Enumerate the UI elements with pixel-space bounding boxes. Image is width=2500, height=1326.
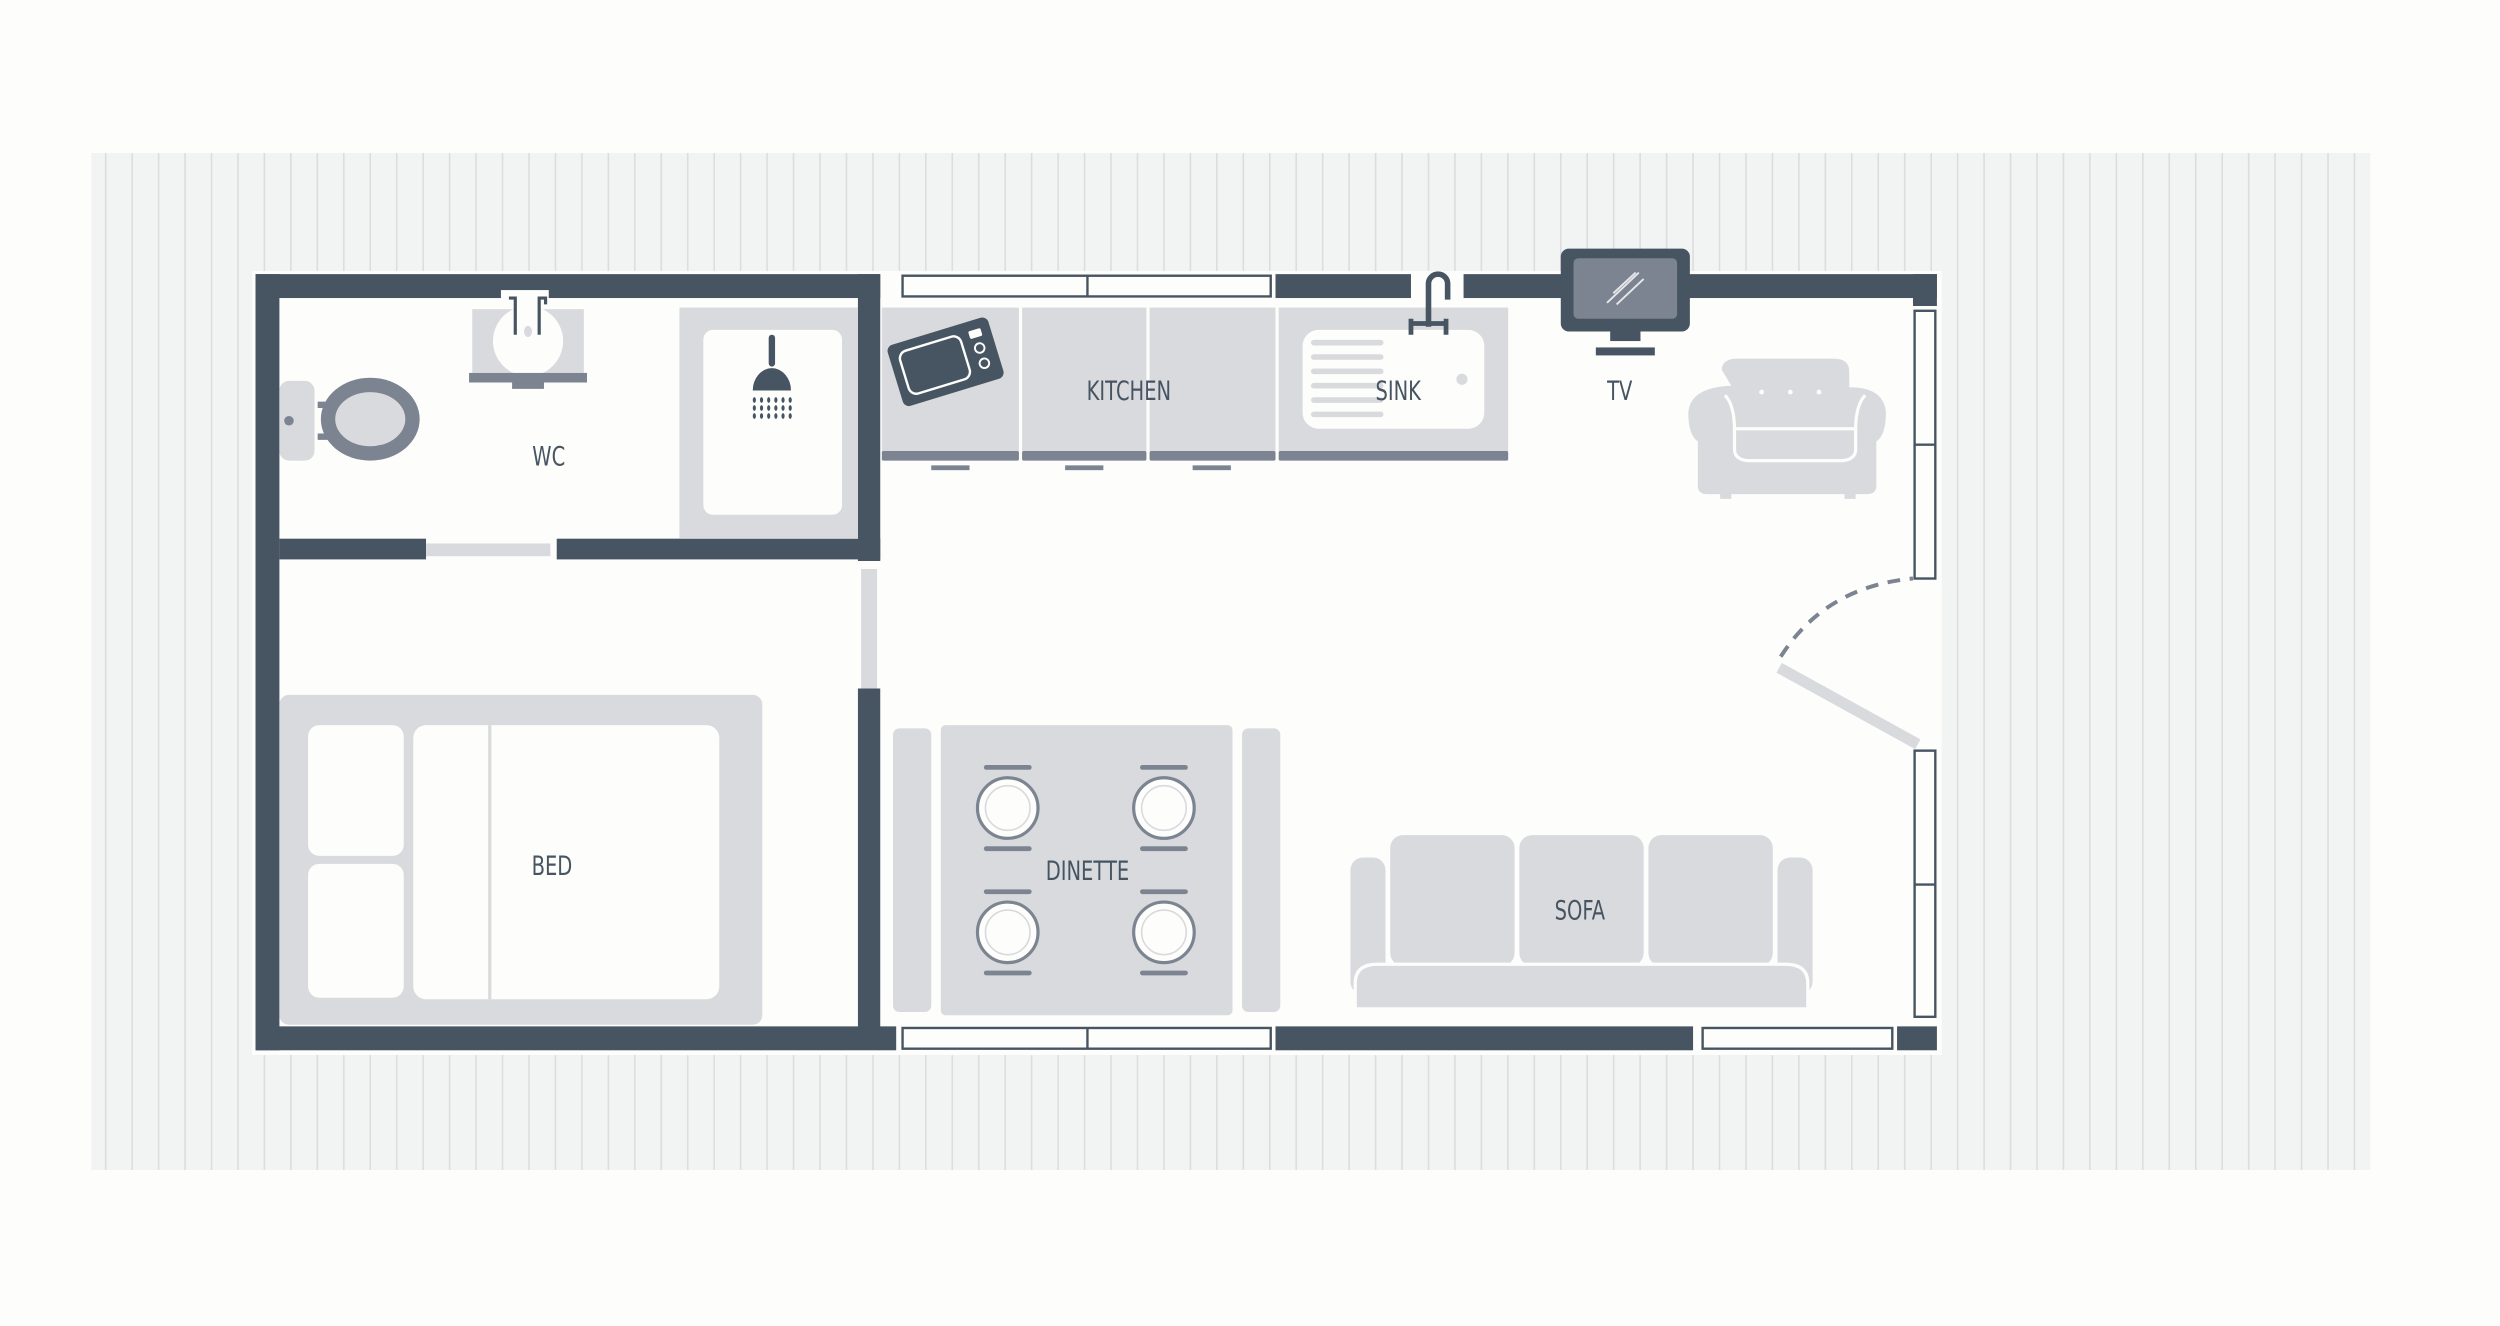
- label-wc: WC: [532, 440, 565, 472]
- windows: [901, 274, 1937, 1050]
- microwave-icon: [887, 317, 1004, 407]
- walls: [255, 274, 1937, 1051]
- label-kitchen: KITCHEN: [1087, 375, 1171, 407]
- place-setting-icon: [975, 889, 1040, 976]
- toilet-icon: [279, 377, 420, 461]
- label-dinette: DINETTE: [1046, 855, 1129, 887]
- armchair-icon: [1688, 358, 1886, 499]
- entrance-door: [1776, 576, 1921, 750]
- label-tv: TV: [1606, 375, 1632, 407]
- label-bed: BED: [532, 850, 573, 882]
- shower-icon: [679, 307, 858, 539]
- place-setting-icon: [1132, 765, 1196, 852]
- place-setting-icon: [975, 765, 1040, 852]
- tv-icon: [1560, 248, 1690, 356]
- label-sink: SINK: [1375, 375, 1421, 407]
- bedroom-door: [861, 568, 878, 689]
- sink-icon: [1302, 271, 1485, 429]
- bed-icon: [279, 694, 763, 1025]
- wash-basin-icon: [469, 290, 587, 389]
- dinette-icon: [893, 725, 1281, 1016]
- label-sofa: SOFA: [1555, 894, 1605, 926]
- sofa-icon: [1350, 835, 1813, 1011]
- bathroom-door: [426, 543, 551, 557]
- place-setting-icon: [1132, 889, 1196, 976]
